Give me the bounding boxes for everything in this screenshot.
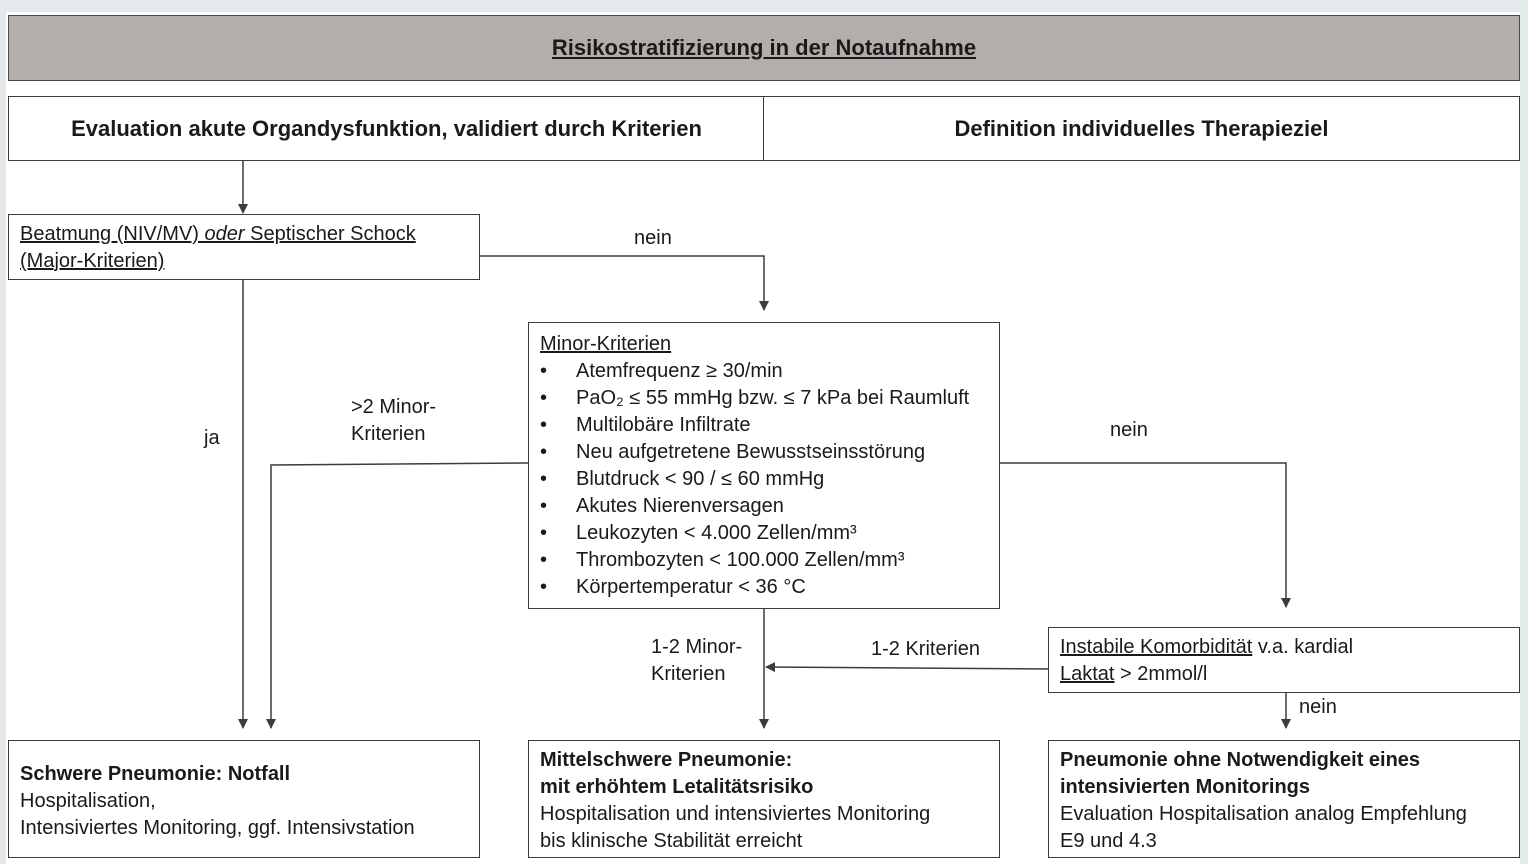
label-nein-top: nein [634, 227, 672, 249]
outcome-severe-title: Schwere Pneumonie: Notfall [20, 763, 291, 785]
minor-criteria-box: Minor-Kriterien Atemfrequenz ≥ 30/minPaO… [528, 322, 1000, 609]
outcome-severe-box: Schwere Pneumonie: Notfall Hospitalisati… [8, 740, 480, 858]
minor-criterion-item: Atemfrequenz ≥ 30/min [540, 358, 999, 385]
minor-criterion-item: Leukozyten < 4.000 Zellen/mm³ [540, 520, 999, 547]
header-right-text: Definition individuelles Therapieziel [954, 115, 1329, 141]
header-left-text: Evaluation akute Organdysfunktion, valid… [71, 115, 702, 141]
minor-criterion-item: Neu aufgetretene Bewusstseinsstörung [540, 439, 999, 466]
outcome-moderate-box: Mittelschwere Pneumonie: mit erhöhtem Le… [528, 740, 1000, 858]
minor-criterion-item: Thrombozyten < 100.000 Zellen/mm³ [540, 547, 999, 574]
outcome-severe-line: Hospitalisation, [20, 790, 156, 812]
outcome-moderate-line: Hospitalisation und intensiviertes Monit… [540, 803, 931, 825]
arrow-minor-to-comorb [1000, 462, 1291, 608]
title-bar: Risikostratifizierung in der Notaufnahme [8, 15, 1520, 81]
major-criteria-line2: (Major-Kriterien) [20, 250, 165, 272]
outcome-mild-box: Pneumonie ohne Notwendigkeit eines inten… [1048, 740, 1520, 858]
arrow-minor-to-severe [266, 462, 529, 729]
outcome-mild-line: Evaluation Hospitalisation analog Empfeh… [1060, 803, 1467, 825]
label-one-two-minor: 1-2 Minor- Kriterien [651, 636, 743, 685]
major-criteria-line1: Beatmung (NIV/MV) oder Septischer Schock [20, 223, 416, 245]
outcome-moderate-line: bis klinische Stabilität erreicht [540, 830, 803, 852]
minor-criteria-list: Atemfrequenz ≥ 30/minPaO₂ ≤ 55 mmHg bzw.… [540, 358, 999, 601]
label-one-two-kriterien: 1-2 Kriterien [871, 638, 980, 660]
outcome-severe-line: Intensiviertes Monitoring, ggf. Intensiv… [20, 817, 415, 839]
minor-criterion-item: PaO₂ ≤ 55 mmHg bzw. ≤ 7 kPa bei Raumluft [540, 385, 999, 412]
outcome-mild-title: Pneumonie ohne Notwendigkeit eines [1060, 749, 1421, 771]
comorbidity-line2: Laktat > 2mmol/l [1060, 663, 1208, 685]
minor-criteria-title: Minor-Kriterien [540, 333, 672, 355]
label-nein-bottom: nein [1299, 696, 1337, 718]
outcome-moderate-title: mit erhöhtem Letalitätsrisiko [540, 776, 814, 798]
comorbidity-box: Instabile Komorbidität v.a. kardial Lakt… [1048, 627, 1520, 693]
header-left: Evaluation akute Organdysfunktion, valid… [8, 96, 765, 161]
outcome-mild-line: E9 und 4.3 [1060, 830, 1157, 852]
major-criteria-box: Beatmung (NIV/MV) oder Septischer Schock… [8, 214, 480, 280]
minor-criterion-item: Multilobäre Infiltrate [540, 412, 999, 439]
arrow-comorb-to-moderate [765, 662, 1049, 673]
diagram-title: Risikostratifizierung in der Notaufnahme [551, 35, 977, 60]
minor-criterion-item: Körpertemperatur < 36 °C [540, 574, 999, 601]
label-ja: ja [204, 427, 220, 449]
minor-criterion-item: Blutdruck < 90 / ≤ 60 mmHg [540, 466, 999, 493]
label-gt2-minor: >2 Minor- Kriterien [351, 396, 437, 445]
outcome-mild-title: intensivierten Monitorings [1060, 776, 1311, 798]
label-nein-right: nein [1110, 419, 1148, 441]
outcome-moderate-title: Mittelschwere Pneumonie: [540, 749, 793, 771]
minor-criterion-item: Akutes Nierenversagen [540, 493, 999, 520]
header-right: Definition individuelles Therapieziel [763, 96, 1520, 161]
arrow-major-to-minor [480, 255, 769, 311]
comorbidity-line1: Instabile Komorbidität v.a. kardial [1060, 636, 1354, 658]
